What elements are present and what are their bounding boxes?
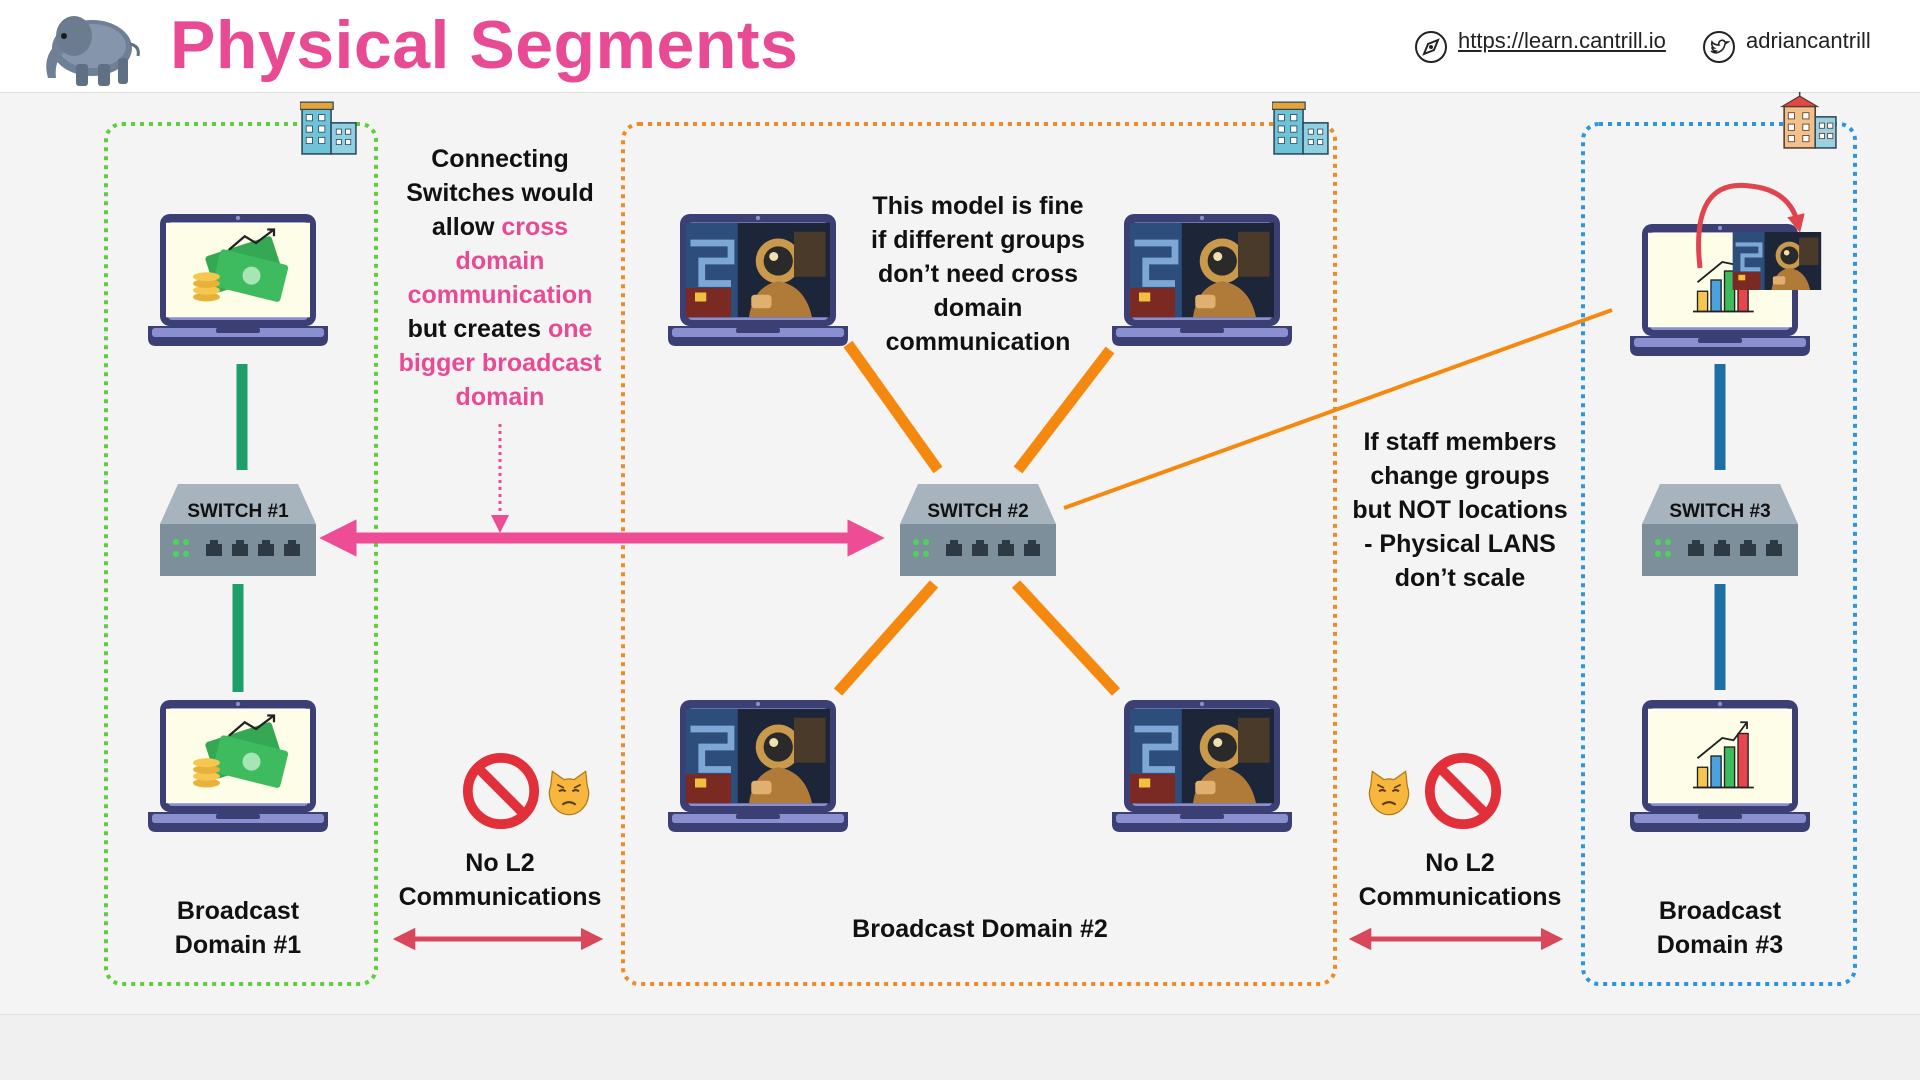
site-link[interactable]: https://learn.cantrill.io [1458,28,1666,53]
domain-3-border [1581,122,1857,986]
laptop-money-icon [148,214,328,346]
link-d2-bottom-right [1011,580,1121,696]
elephant-logo-icon [46,16,140,86]
domain-1-label: Broadcast Domain #1 [174,897,302,959]
link-d2-top-left [843,340,943,474]
curved-arrow [1696,182,1805,269]
laptop-game-character-icon [1112,214,1292,346]
no-l2-label-left: No L2 Communications [398,849,602,911]
office-building-icon [1272,101,1329,155]
page-title: Physical Segments [170,7,799,83]
office-building-icon [1781,92,1837,149]
twitter-bird-icon [1703,31,1735,63]
laptop-money-icon [148,700,328,832]
link-d2-bottom-left [833,580,939,696]
social-handle[interactable]: adriancantrill [1746,28,1871,53]
annotation-staff-members: If staff members change groups but NOT l… [1352,428,1568,592]
no-l2-label-right: No L2 Communications [1358,849,1562,911]
laptop-game-character-icon [1112,700,1292,832]
grumpy-cat-emoji-icon [548,770,590,816]
laptop-bar-chart-icon [1630,182,1821,356]
link-d2-top-right [1013,346,1115,474]
prohibited-sign-icon [1430,758,1496,824]
game-character-overlay [1733,232,1821,290]
switch-2-label: SWITCH #2 [927,501,1028,522]
switch-2: SWITCH #2 [900,484,1056,576]
switch-3: SWITCH #3 [1642,484,1798,576]
switch-1-label: SWITCH #1 [187,501,289,522]
compass-icon [1415,31,1447,63]
grumpy-cat-emoji-icon [1368,770,1410,816]
domain-2-label: Broadcast Domain #2 [852,915,1108,943]
annotation-model-fine: This model is fine if different groups d… [871,192,1085,356]
switch-3-label: SWITCH #3 [1669,501,1770,522]
prohibited-sign-icon [468,758,534,824]
laptop-bar-chart-icon [1630,700,1810,832]
domain-3-label: Broadcast Domain #3 [1656,897,1784,959]
laptop-game-character-icon [668,700,848,832]
office-building-icon [300,101,357,155]
link-moved-staff [1063,308,1613,510]
footer-band [0,1014,1920,1080]
annotation-connecting-switches: Connecting Switches would allow cross do… [398,145,602,411]
laptop-game-character-icon [668,214,848,346]
header-bar: Physical Segments https://learn.cantrill… [0,0,1920,93]
switch-1: SWITCH #1 [160,484,316,576]
